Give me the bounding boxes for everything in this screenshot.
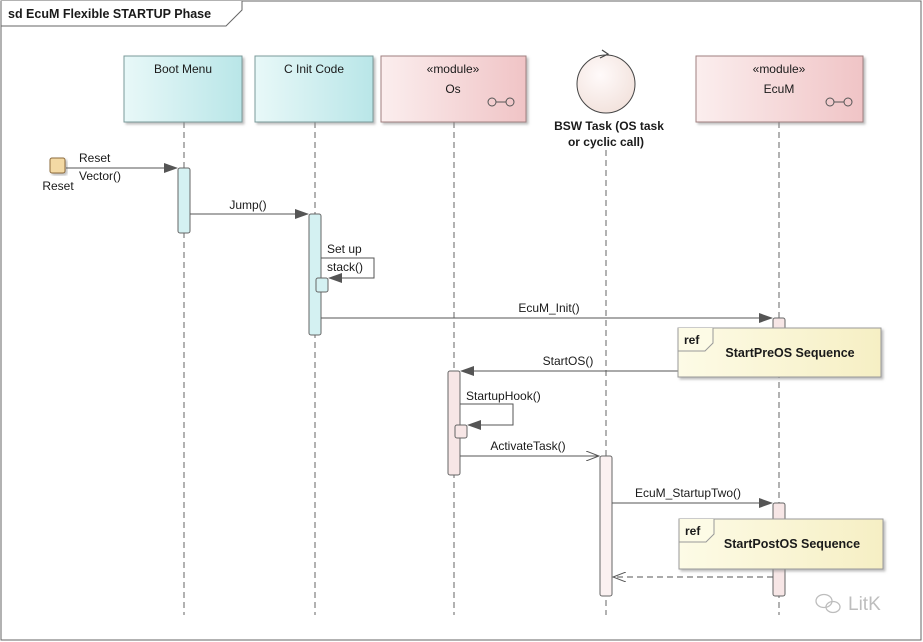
component-icon xyxy=(825,97,853,107)
activatetask-label: ActivateTask() xyxy=(490,439,565,453)
activation-c-init-nested xyxy=(315,277,329,293)
lifeline-name: Boot Menu xyxy=(154,62,212,76)
ref-startpreos: ref StartPreOS Sequence xyxy=(677,327,882,378)
startuphook-label: StartupHook() xyxy=(466,389,541,403)
lifeline-name-line1: BSW Task (OS task xyxy=(554,119,664,133)
ref-tag-box xyxy=(678,519,715,543)
activation-boot-menu xyxy=(177,167,191,234)
reset-vector-label-line1: Reset xyxy=(79,151,111,165)
setup-stack-label-line2: stack() xyxy=(327,260,363,274)
ref-startpostos: ref StartPostOS Sequence xyxy=(678,518,884,570)
lifeline-bsw-task: BSW Task (OS task or cyclic call) xyxy=(554,49,664,149)
setup-stack-message xyxy=(321,257,375,283)
startuptwo-label: EcuM_StartupTwo() xyxy=(635,486,741,500)
ecum-init-label: EcuM_Init() xyxy=(518,301,579,315)
lifeline-stereotype: «module» xyxy=(753,62,806,76)
reset-vector-label-line2: Vector() xyxy=(79,169,121,183)
setup-stack-label-line1: Set up xyxy=(327,242,362,256)
lifeline-name: Os xyxy=(445,82,460,96)
startuphook-message xyxy=(460,403,514,430)
lifeline-stereotype: «module» xyxy=(427,62,480,76)
activation-os-nested xyxy=(454,424,468,439)
lifeline-ecum-module: «module» EcuM xyxy=(695,55,864,123)
lifeline-c-init-code: C Init Code xyxy=(254,55,374,123)
wechat-icon xyxy=(815,593,841,614)
watermark-text: LitK xyxy=(848,594,881,615)
activation-os xyxy=(447,370,461,476)
jump-message-label: Jump() xyxy=(229,198,266,212)
control-arrow-icon xyxy=(599,49,610,59)
frame-title: sd EcuM Flexible STARTUP Phase xyxy=(8,7,211,21)
activation-c-init xyxy=(308,213,322,336)
watermark: LitK xyxy=(815,593,881,615)
component-icon xyxy=(487,97,515,107)
ref-tag-box xyxy=(677,328,714,352)
startos-label: StartOS() xyxy=(543,354,594,368)
ref-tag: ref xyxy=(684,333,700,347)
frame-title-tab xyxy=(0,1,243,27)
lifeline-os-module: «module» Os xyxy=(380,55,527,123)
ref-tag: ref xyxy=(685,524,701,538)
control-icon xyxy=(576,54,636,114)
lifeline-name: C Init Code xyxy=(284,62,344,76)
lifeline-name: EcuM xyxy=(764,82,795,96)
lifeline-name-line2: or cyclic call) xyxy=(568,135,644,149)
reset-trigger-label: Reset xyxy=(42,179,74,193)
ref-name: StartPreOS Sequence xyxy=(725,346,854,360)
reset-trigger-icon xyxy=(49,157,66,174)
activation-bsw-task xyxy=(599,455,613,597)
lifeline-boot-menu: Boot Menu xyxy=(123,55,243,123)
ref-name: StartPostOS Sequence xyxy=(724,537,860,551)
